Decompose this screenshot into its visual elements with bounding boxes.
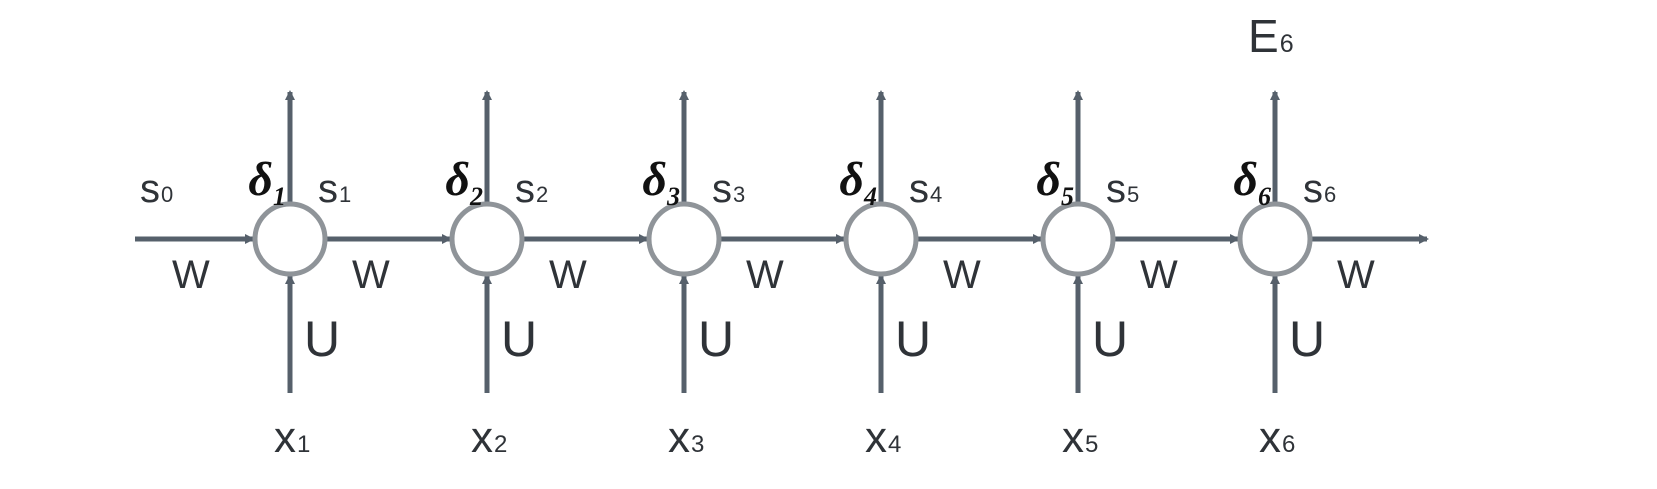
label-w-2: W	[549, 253, 587, 297]
label-s0: s0	[140, 167, 173, 211]
rnn-node-3	[646, 201, 722, 277]
label-w-3: W	[746, 253, 784, 297]
label-w-4: W	[943, 253, 981, 297]
label-delta-6: δ6	[1233, 153, 1271, 211]
label-u-5: U	[1092, 311, 1128, 367]
label-s3: s3	[712, 167, 745, 211]
label-s6: s6	[1303, 167, 1336, 211]
label-s5: s5	[1106, 167, 1139, 211]
label-u-4: U	[895, 311, 931, 367]
label-delta-2: δ2	[445, 153, 483, 211]
label-w-0: W	[172, 253, 210, 297]
label-delta-3: δ3	[642, 153, 680, 211]
label-x1: x1	[274, 413, 310, 462]
label-x2: x2	[471, 413, 507, 462]
label-s1: s1	[318, 167, 351, 211]
label-delta-4: δ4	[839, 153, 877, 211]
label-w-1: W	[352, 253, 390, 297]
label-w-6: W	[1337, 253, 1375, 297]
rnn-node-2	[449, 201, 525, 277]
label-u-2: U	[501, 311, 537, 367]
rnn-node-6	[1237, 201, 1313, 277]
rnn-node-4	[843, 201, 919, 277]
nodes-layer	[252, 201, 1313, 277]
label-s4: s4	[909, 167, 942, 211]
label-u-3: U	[698, 311, 734, 367]
label-delta-1: δ1	[248, 153, 286, 211]
rnn-node-1	[252, 201, 328, 277]
label-x4: x4	[865, 413, 901, 462]
label-x5: x5	[1062, 413, 1098, 462]
label-e6: E6	[1248, 10, 1294, 62]
label-w-5: W	[1140, 253, 1178, 297]
rnn-node-5	[1040, 201, 1116, 277]
label-s2: s2	[515, 167, 548, 211]
label-x3: x3	[668, 413, 704, 462]
label-u-6: U	[1289, 311, 1325, 367]
arrows-layer	[135, 90, 1429, 393]
label-u-1: U	[304, 311, 340, 367]
label-delta-5: δ5	[1036, 153, 1074, 211]
label-x6: x6	[1259, 413, 1295, 462]
